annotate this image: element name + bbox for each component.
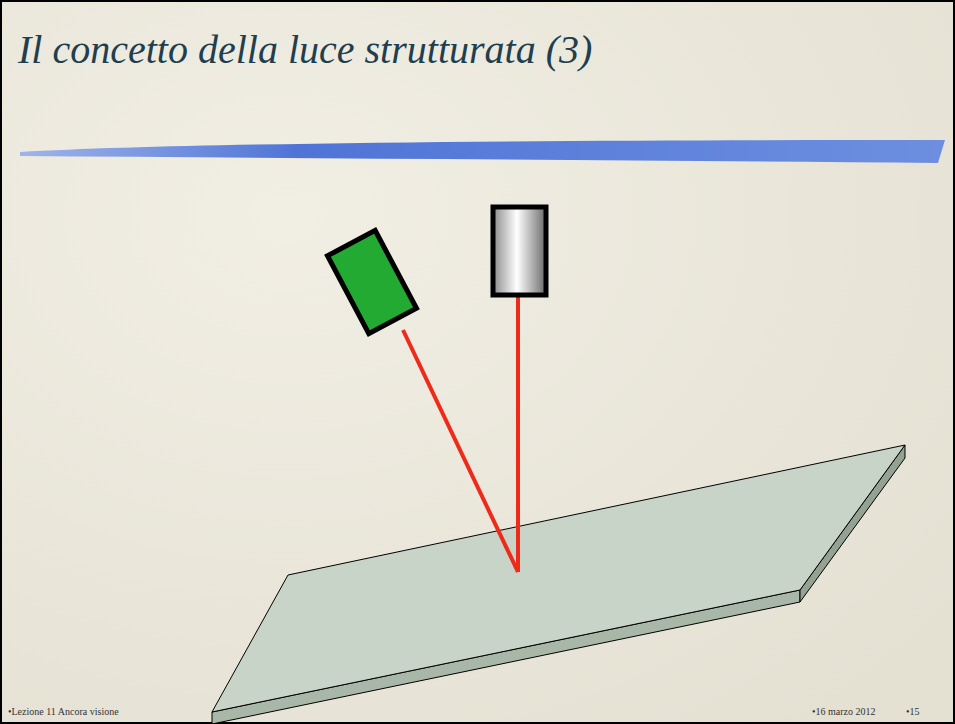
camera-ray bbox=[516, 297, 520, 572]
footer-lecture: •Lezione 11 Ancora visione bbox=[8, 706, 119, 717]
footer-date: •16 marzo 2012 bbox=[812, 706, 876, 717]
footer-page-number: •15 bbox=[906, 706, 920, 717]
light-ray bbox=[403, 330, 518, 572]
slab-top-face bbox=[212, 445, 905, 712]
camera-box bbox=[493, 207, 546, 295]
slab bbox=[212, 445, 905, 724]
projector-box bbox=[328, 230, 417, 333]
slide-title: Il concetto della luce strutturata (3) bbox=[18, 26, 592, 73]
title-underline-bar bbox=[20, 140, 945, 163]
